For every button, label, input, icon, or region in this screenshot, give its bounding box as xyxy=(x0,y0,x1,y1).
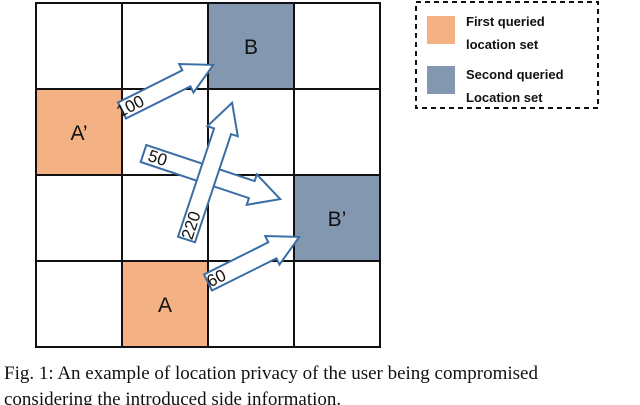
legend-item-second-line2: Location set xyxy=(466,90,543,105)
legend-item-first-line2: location set xyxy=(466,37,539,52)
grid-cell-second xyxy=(293,174,381,262)
legend-item-first-line1: First queried xyxy=(466,14,545,29)
legend-swatch-first xyxy=(427,16,455,44)
grid-cell xyxy=(293,2,381,90)
figure-caption: Fig. 1: An example of location privacy o… xyxy=(4,363,538,405)
arrow xyxy=(202,234,302,292)
legend-item-second-line1: Second queried xyxy=(466,67,564,82)
grid-cell xyxy=(293,88,381,176)
grid-cell xyxy=(35,174,123,262)
grid-cell xyxy=(35,260,123,348)
arrow xyxy=(116,62,216,120)
legend-swatch-second xyxy=(427,66,455,94)
cell-label: A’ xyxy=(70,122,87,145)
cell-label: B’ xyxy=(328,208,347,231)
legend: First queried location set Second querie… xyxy=(415,1,599,109)
arrow xyxy=(176,100,240,244)
cell-label: A xyxy=(158,294,172,317)
grid-cell xyxy=(35,2,123,90)
cell-labels-layer: B A’ B’ A xyxy=(70,36,346,317)
cell-label: B xyxy=(244,36,258,59)
grid-cell xyxy=(293,260,381,348)
grid-cell-first xyxy=(121,260,209,348)
arrow-label: 50 xyxy=(146,146,170,170)
